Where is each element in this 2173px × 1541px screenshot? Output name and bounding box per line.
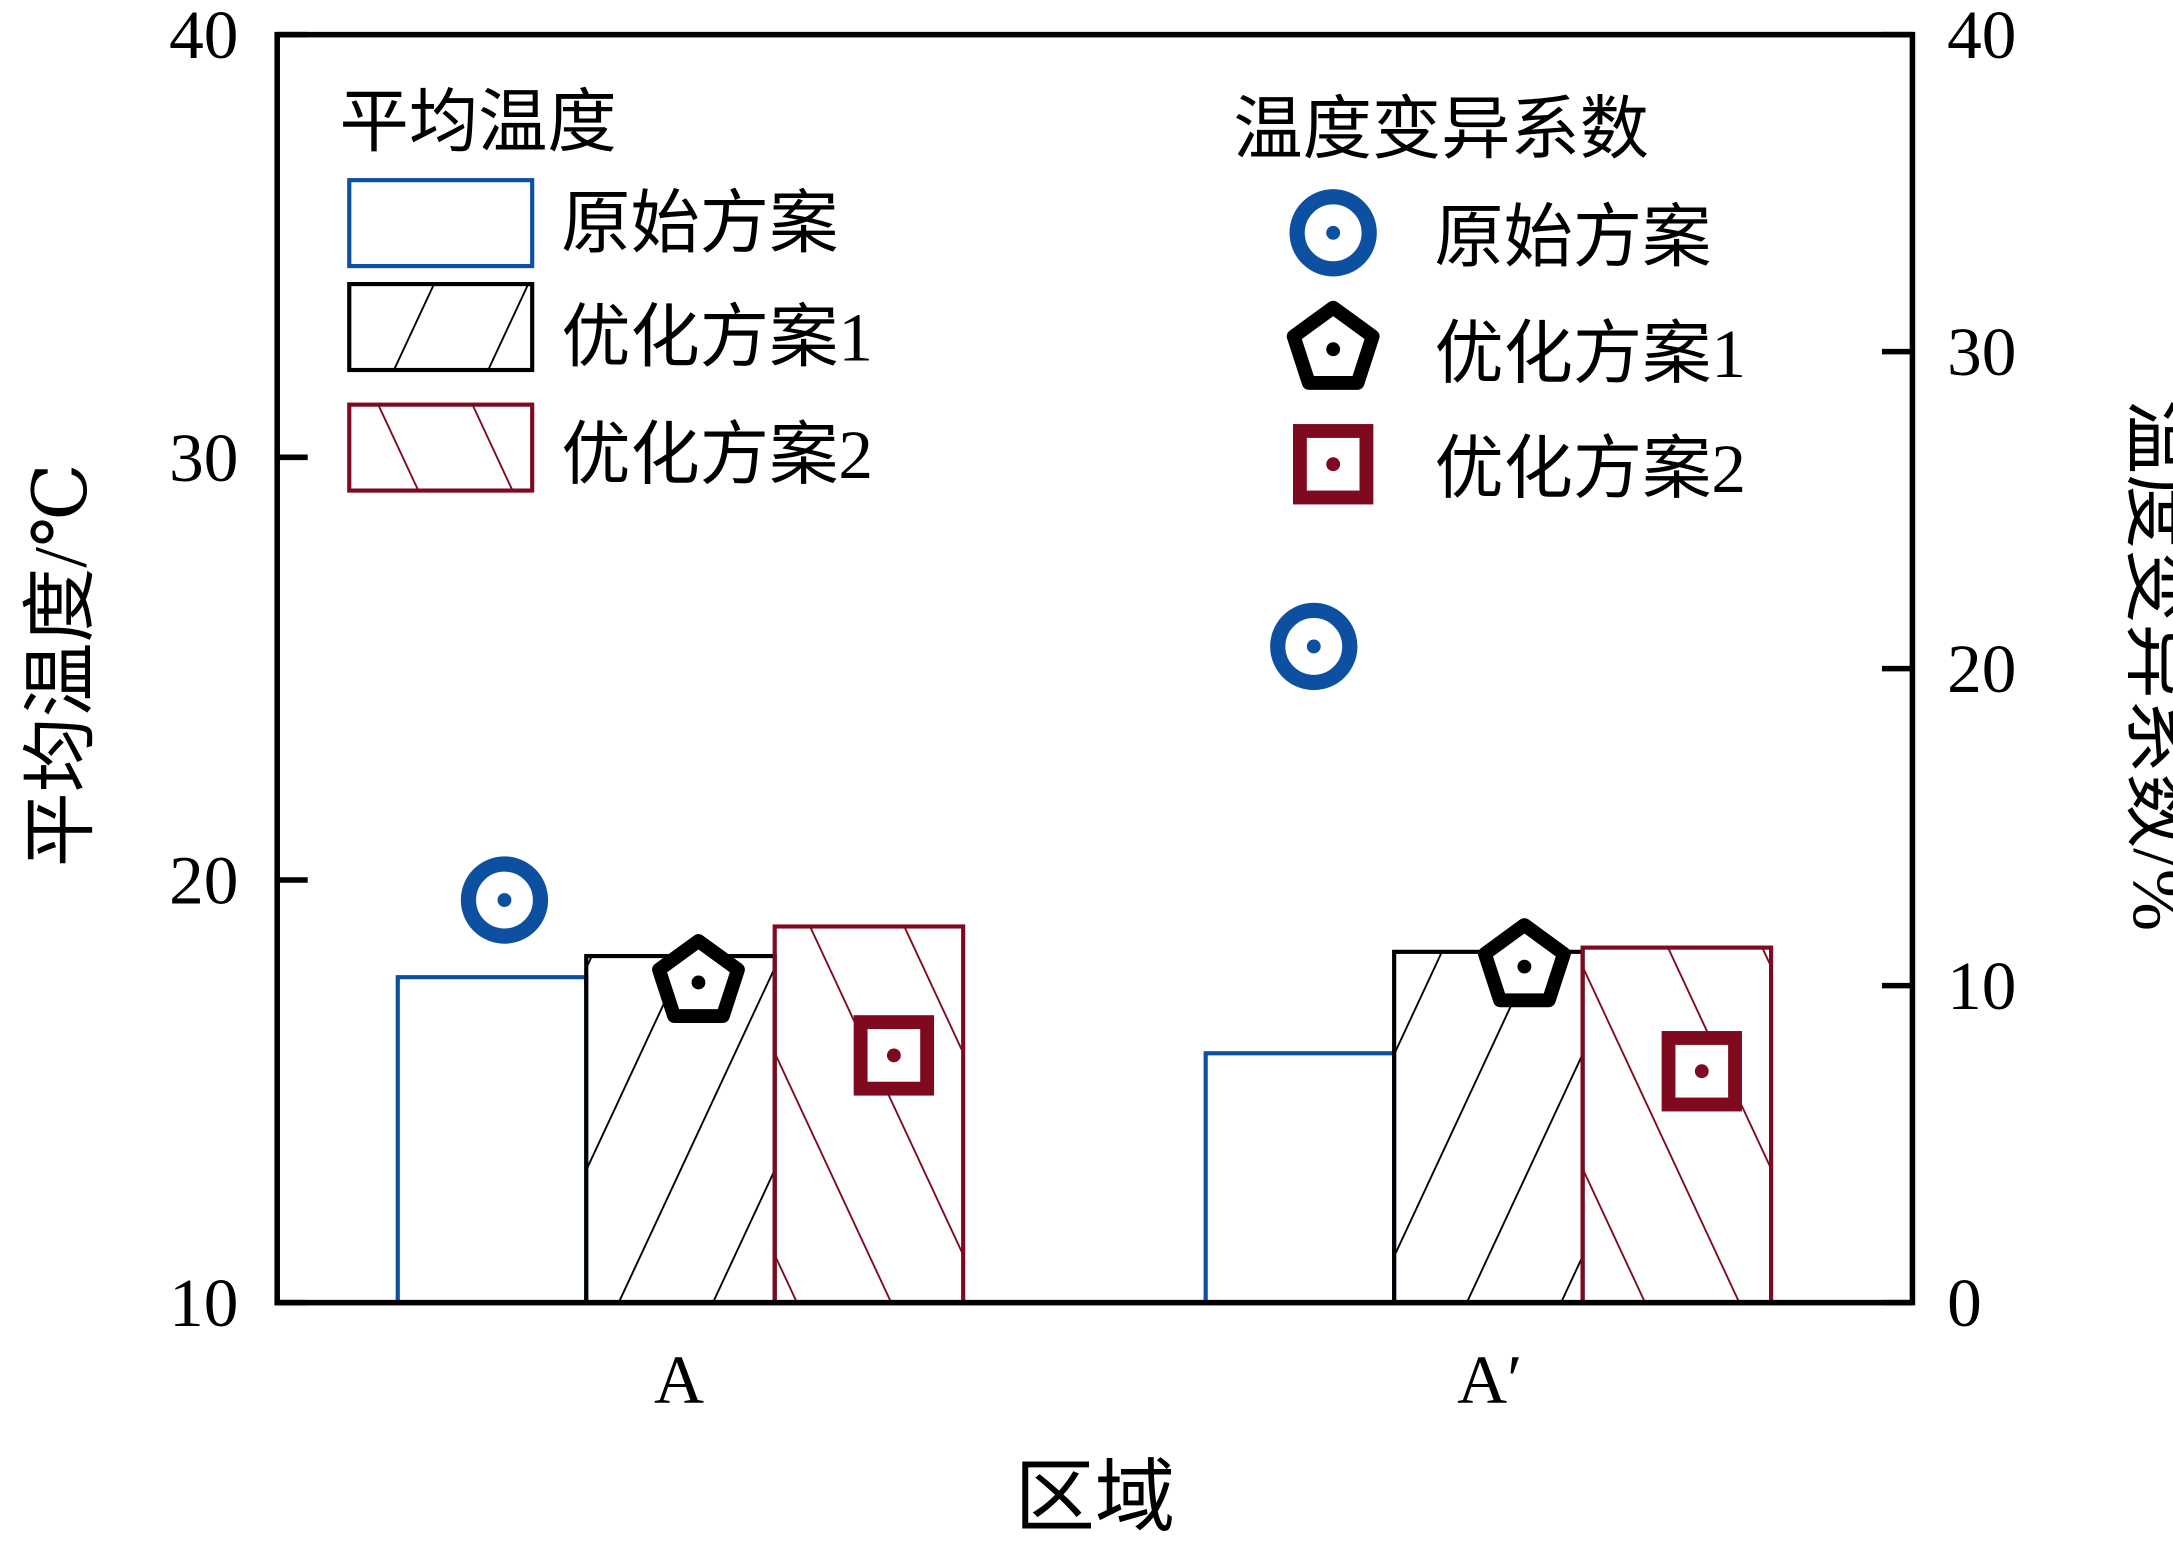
bar [1580, 945, 1774, 1305]
marker-center-dot [1306, 639, 1321, 654]
y2-tick-label: 30 [1947, 313, 2016, 390]
y2-axis-label: 温度变异系数/% [2117, 399, 2173, 931]
bar [772, 924, 966, 1305]
y-tick-label: 20 [169, 842, 238, 919]
y2-tick-label: 20 [1947, 630, 2016, 707]
marker-center-dot [1517, 959, 1532, 974]
legend-label: 优化方案2 [561, 416, 873, 493]
legend-right: 温度变异系数 原始方案 优化方案1 优化方案2 [1233, 90, 1746, 507]
marker-square [853, 1015, 935, 1096]
marker-center-dot [497, 893, 512, 907]
x-axis-label: 区域 [1014, 1453, 1175, 1541]
legend-left: 平均温度 原始方案 优化方案1 优化方案2 [340, 84, 873, 494]
y2-tick-label: 0 [1947, 1264, 1982, 1341]
legend-right-title: 温度变异系数 [1233, 90, 1649, 167]
bar [1392, 949, 1585, 1305]
y-axis-label: 平均温度/℃ [20, 463, 103, 867]
marker-center-dot [1326, 342, 1341, 357]
marker-center-dot [886, 1048, 901, 1063]
y2-tick-label: 10 [1947, 947, 2016, 1024]
marker-center-dot [1326, 457, 1341, 472]
legend-label: 优化方案1 [561, 298, 873, 375]
y-tick-label: 30 [169, 419, 238, 496]
marker-center-dot [691, 975, 706, 990]
y2-tick-label: 40 [1947, 0, 2016, 73]
marker-center-dot [1694, 1064, 1709, 1079]
legend-label: 原始方案 [561, 185, 838, 262]
y-tick-label: 10 [169, 1264, 238, 1341]
legend-label: 优化方案1 [1434, 315, 1746, 392]
x-tick-label: A′ [1457, 1340, 1522, 1417]
legend-swatch-original [347, 178, 535, 269]
marker-center-dot [1326, 225, 1341, 240]
bar [1203, 1051, 1397, 1305]
bar [395, 975, 589, 1305]
y-tick-label: 40 [169, 0, 238, 73]
legend-label: 优化方案2 [1434, 430, 1746, 507]
x-tick-label: A [654, 1340, 704, 1417]
legend-label: 原始方案 [1434, 199, 1711, 276]
legend-swatch-opt1 [347, 282, 535, 373]
legend-swatch-opt2 [347, 402, 535, 493]
legend-left-title: 平均温度 [340, 84, 617, 161]
